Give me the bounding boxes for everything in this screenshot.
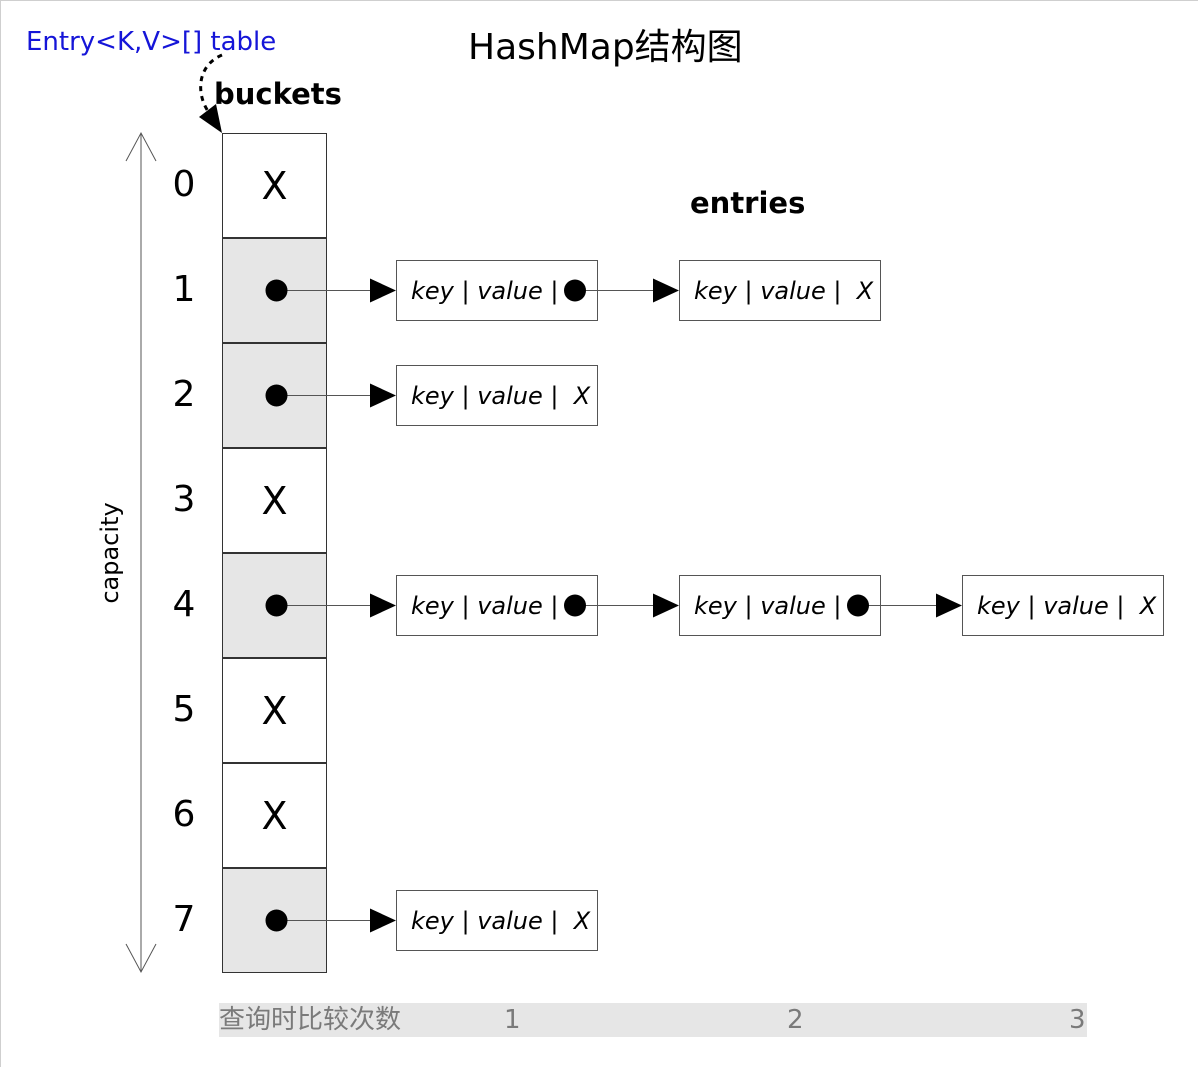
bucket-index: 7 [172,898,196,940]
pointer-dot [265,594,288,617]
bucket-index: 3 [172,478,196,520]
arrow-head [653,593,679,618]
bucket-cell: X [222,448,327,553]
arrow-head [653,278,679,303]
capacity-arrow [125,131,157,974]
table-pointer-arrow [199,53,223,133]
table-label: Entry<K,V>[] table [26,27,277,57]
diagram-title: HashMap结构图 [468,27,743,68]
arrow-head [370,383,396,408]
next-pointer-dot [564,279,586,302]
pointer-dot [265,384,288,407]
arrow-head [370,593,396,618]
footer-bar [219,1003,1087,1037]
next-pointer-dot [847,594,869,617]
bucket-index: 4 [172,583,196,625]
footer-count-1: 1 [504,1005,521,1035]
pointer-dot [265,909,288,932]
bucket-index: 1 [172,268,196,310]
bucket-cell: X [222,133,327,238]
footer-count-2: 2 [787,1005,804,1035]
null-marker: X [261,478,288,523]
bucket-index: 0 [172,163,196,205]
bucket-index: 2 [172,373,196,415]
entries-label: entries [690,186,806,220]
bucket-cell: X [222,658,327,763]
footer-count-3: 3 [1069,1005,1086,1035]
footer-label: 查询时比较次数 [219,1005,402,1035]
entry-node: key | value | X [962,575,1164,636]
pointer-dot [265,279,288,302]
null-marker: X [261,793,288,838]
entry-node: key | value | X [396,890,598,951]
entry-node: key | value | [679,575,881,636]
entry-node: key | value | X [396,365,598,426]
bucket-index: 5 [172,688,196,730]
entry-node: key | value | X [679,260,881,321]
bucket-cell: X [222,763,327,868]
bucket-index: 6 [172,793,196,835]
buckets-label: buckets [214,77,342,111]
arrow-head [936,593,962,618]
next-pointer-dot [564,594,586,617]
null-marker: X [261,688,288,733]
arrow-head [370,908,396,933]
null-marker: X [261,163,288,208]
arrow-head [370,278,396,303]
